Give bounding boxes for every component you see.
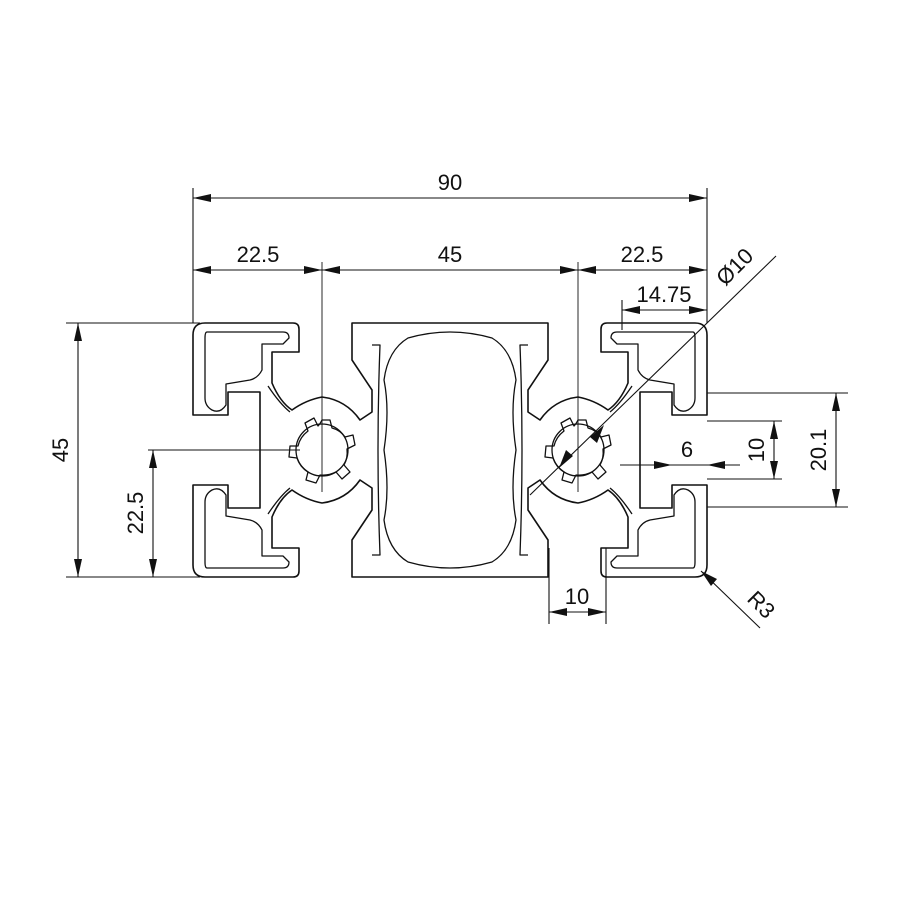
dim-bore-diameter: Ø10 bbox=[711, 243, 758, 290]
dim-overall-width: 90 bbox=[438, 170, 462, 195]
slot-wall-right-bottom bbox=[609, 487, 633, 515]
dim-slot-depth: 6 bbox=[681, 437, 693, 462]
dim-slot-span: 20.1 bbox=[806, 429, 831, 472]
dim-center-spacing: 45 bbox=[438, 242, 462, 267]
dim-half-height: 22.5 bbox=[123, 492, 148, 535]
slot-wall-left-top bbox=[267, 385, 291, 413]
profile-outer-contour bbox=[192, 322, 708, 578]
corner-hollow-bottom-left bbox=[204, 488, 290, 569]
central-web-left bbox=[372, 344, 381, 556]
corner-hollow-top-left bbox=[204, 331, 290, 412]
center-lines bbox=[148, 262, 579, 492]
dim-height: 45 bbox=[48, 438, 73, 462]
dim-corner-radius: R3 bbox=[743, 586, 781, 624]
corner-hollow-top-right bbox=[610, 331, 696, 412]
central-cavity bbox=[383, 331, 517, 569]
bore-left bbox=[288, 417, 356, 484]
dim-slot-width-bottom: 10 bbox=[565, 584, 589, 609]
bore-right bbox=[544, 417, 612, 484]
slot-wall-right-top bbox=[609, 385, 633, 413]
dim-slot-opening: 10 bbox=[744, 438, 769, 462]
slot-wall-left-bottom bbox=[267, 487, 291, 515]
dim-left-offset: 22.5 bbox=[237, 242, 280, 267]
corner-hollow-bottom-right bbox=[610, 488, 696, 569]
central-web-right bbox=[519, 344, 528, 556]
dim-slot-edge: 14.75 bbox=[636, 282, 691, 307]
dim-right-offset: 22.5 bbox=[621, 242, 664, 267]
dimension-lines bbox=[66, 188, 848, 629]
